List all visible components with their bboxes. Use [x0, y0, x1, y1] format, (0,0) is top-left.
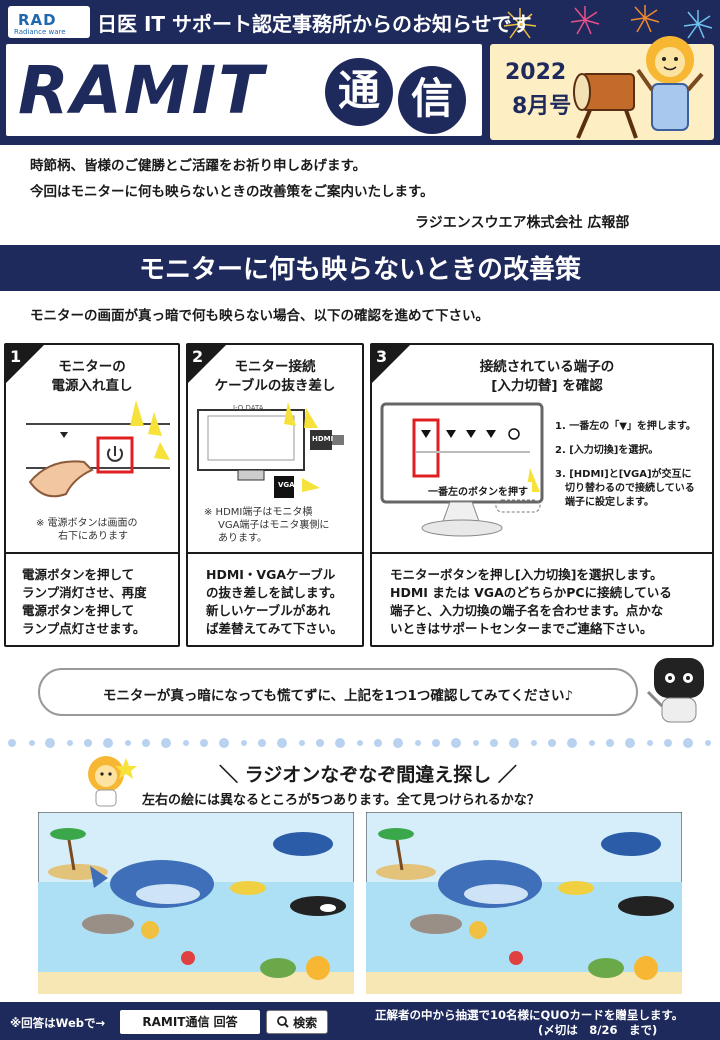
section-banner [0, 245, 720, 291]
step-number-3: 3 [376, 347, 388, 366]
power-button-illustration [26, 400, 170, 498]
quiz-title: ＼ ラジオンなぞなぞ間違え探し ／ [219, 764, 517, 786]
title-kanji-tsu: 通 [325, 58, 393, 126]
step-body-3c: 端子と、入力切換の端子名を合わせます。点かな [390, 603, 664, 618]
taiko-mascot-illustration [573, 36, 704, 139]
step-body-2b: の抜き差しを試します。 [206, 585, 343, 600]
step-divider-3 [370, 552, 714, 554]
step3-instruction-3b: 切り替わるので接続している [565, 483, 695, 494]
company-signature: ラジエンスウエア株式会社 広報部 [415, 215, 630, 231]
robot-mascot-illustration [646, 658, 704, 723]
hdmi-tag: HDMI [312, 435, 334, 443]
step-title-1b: 電源入れ直し [51, 378, 133, 394]
vga-tag: VGA [278, 481, 295, 489]
logo-sub: Radiance ware [14, 28, 66, 36]
footer-deadline: (〆切は 8/26 まで) [538, 1023, 658, 1037]
logo-mark: RAD [18, 11, 57, 29]
tip-speech-bubble [38, 668, 638, 716]
search-icon [276, 1016, 289, 1028]
step-body-3b: HDMI または VGAのどちらかPCに接続している [390, 585, 672, 600]
step-body-2a: HDMI・VGAケーブル [206, 567, 336, 582]
company-logo: RAD Radiance ware [8, 6, 90, 38]
step3-instruction-3a: 3. [HDMI]と[VGA]が交互に [555, 469, 692, 480]
header-tagline: 日医 IT サポート認定事務所からのお知らせです [97, 12, 532, 36]
step-corner-1 [6, 345, 44, 383]
step-note-2b: VGA端子はモニタ裏側に [218, 520, 330, 531]
search-button-label: 検索 [293, 1016, 318, 1030]
fireworks-decoration [503, 5, 713, 39]
quiz-subtitle: 左右の絵には異なるところが5つあります。全て見つけられるかな？ [142, 793, 540, 808]
step-title-3a: 接続されている端子の [479, 359, 615, 375]
section-lead: モニターの画面が真っ暗で何も映らない場合、以下の確認を進めて下さい。 [30, 308, 489, 324]
step-title-3b: [入力切替] を確認 [491, 378, 603, 394]
step-number-2: 2 [192, 347, 204, 366]
step-note-1a: ※ 電源ボタンは画面の [36, 518, 138, 529]
cable-monitor-illustration [197, 402, 344, 498]
quiz-picture-left [38, 812, 354, 994]
quiz-picture-right [366, 812, 682, 994]
step-body-1c: 電源ボタンを押して [22, 603, 135, 618]
dotted-divider [8, 738, 711, 748]
step-corner-3 [372, 345, 410, 383]
step-title-2a: モニター接続 [234, 359, 316, 375]
step3-instruction-2: 2. [入力切換]を選択。 [555, 445, 659, 456]
monitor-brand: I-O DATA [233, 404, 264, 412]
step-body-2d: ば差替えてみて下さい。 [206, 621, 343, 636]
footer-answer-note: ※回答はWebで→ [10, 1016, 106, 1030]
search-button[interactable]: 検索 [266, 1010, 328, 1034]
step-corner-2 [188, 345, 226, 383]
lion-mascot-illustration [88, 756, 137, 807]
issue-month: 8月号 [512, 94, 572, 119]
step-divider-1 [4, 552, 180, 554]
input-switch-illustration [380, 402, 544, 537]
step-body-2c: 新しいケーブルがあれ [206, 603, 331, 618]
step-body-3d: いときはサポートセンターまでご連絡下さい。 [390, 621, 653, 636]
step-body-1d: ランプ点灯させます。 [22, 621, 146, 636]
title-kanji-shin: 信 [398, 66, 466, 134]
tip-text: モニターが真っ暗になっても慌てずに、上記を1つ1つ確認してみてください♪ [102, 688, 574, 704]
step-body-1a: 電源ボタンを押して [22, 567, 135, 582]
step-divider-2 [186, 552, 364, 554]
step3-instruction-3c: 端子に設定します。 [565, 497, 654, 508]
step-body-3a: モニターボタンを押し[入力切換]を選択します。 [390, 567, 663, 582]
footer-prize-note: 正解者の中から抽選で10名様にQUOカードを贈呈します。 [375, 1008, 684, 1022]
step-number-1: 1 [10, 347, 22, 366]
intro-topic: 今回はモニターに何も映らないときの改善策をご案内いたします。 [30, 184, 434, 200]
step3-instruction-1: 1. 一番左の「▼」を押します。 [555, 421, 696, 432]
intro-greeting: 時節柄、皆様のご健勝とご活躍をお祈り申しあげます。 [30, 158, 367, 174]
issue-year: 2022 [505, 60, 567, 85]
step-card-1 [4, 343, 180, 647]
step-note-1b: 右下にあります [58, 531, 128, 542]
newsletter-title: RAMIT [18, 52, 266, 129]
step-note-2c: あります。 [218, 533, 267, 544]
step-note-2a: ※ HDMI端子はモニタ横 [204, 507, 313, 518]
step-title-2b: ケーブルの抜き差し [214, 378, 336, 394]
step-body-1b: ランプ消灯させ、再度 [22, 585, 147, 600]
search-term-box: RAMIT通信 回答 [120, 1010, 260, 1034]
section-title: モニターに何も映らないときの改善策 [138, 255, 581, 285]
step-title-1a: モニターの [58, 359, 126, 375]
left-button-callout: 一番左のボタンを押す [424, 482, 532, 499]
